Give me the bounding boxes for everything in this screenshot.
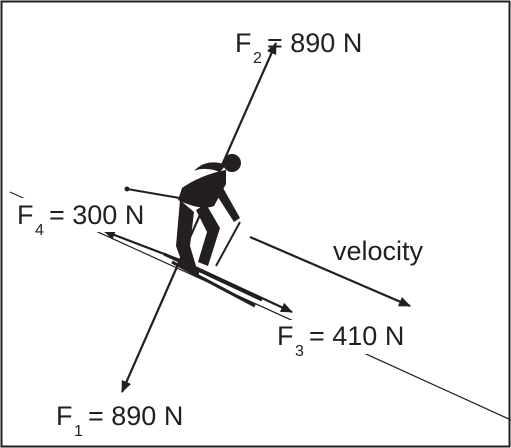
- skier-silhouette: [124, 154, 263, 308]
- label-f3-value: = 410 N: [309, 321, 404, 351]
- label-f2-subscript: 2: [253, 50, 262, 67]
- svg-text:F: F: [235, 28, 252, 58]
- label-f4-letter: F: [17, 200, 34, 230]
- label-f1-subscript: 1: [74, 423, 83, 440]
- label-f4: F 4 = 300 N: [14, 198, 174, 239]
- label-f1-value: = 890 N: [88, 401, 183, 431]
- label-f2-value: = 890 N: [267, 28, 362, 58]
- label-f3-background: [274, 320, 429, 354]
- label-f2-letter: F: [235, 28, 252, 58]
- label-f3-letter: F: [277, 321, 294, 351]
- label-f2: F 2 = 890 N: [235, 28, 362, 67]
- label-f3: F 3 = 410 N: [274, 320, 429, 360]
- label-f1: F 1 = 890 N: [56, 401, 183, 440]
- label-f3-subscript: 3: [295, 343, 304, 360]
- velocity-arrow: [249, 235, 411, 308]
- label-f4-background: [14, 198, 174, 232]
- label-f4-subscript: 4: [35, 222, 44, 239]
- force-f1-arrow: [120, 259, 182, 393]
- label-f1-letter: F: [56, 401, 73, 431]
- label-velocity: velocity: [333, 236, 424, 266]
- force-f2-arrow: [178, 42, 278, 261]
- label-f4-value: = 300 N: [49, 200, 144, 230]
